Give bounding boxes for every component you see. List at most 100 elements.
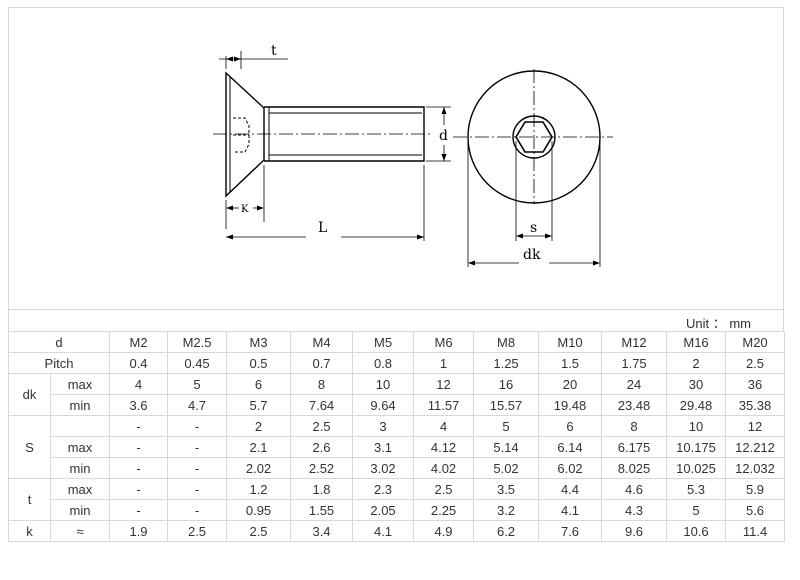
value-cell: 9.64 bbox=[352, 394, 415, 416]
value-cell: 4.4 bbox=[538, 478, 603, 500]
value-cell: 12 bbox=[725, 415, 786, 437]
value-cell: 5.9 bbox=[725, 478, 786, 500]
value-cell: 5.7 bbox=[226, 394, 292, 416]
size-header-cell: M16 bbox=[666, 331, 727, 353]
value-cell: 10.175 bbox=[666, 436, 727, 458]
value-cell: 10.6 bbox=[666, 520, 727, 542]
value-cell: 3.4 bbox=[290, 520, 354, 542]
value-cell: 4.1 bbox=[352, 520, 415, 542]
row-group-label: dk bbox=[8, 373, 51, 416]
value-cell: 2.52 bbox=[290, 457, 354, 479]
value-cell: 9.6 bbox=[601, 520, 668, 542]
row-group-label: k bbox=[8, 520, 51, 542]
value-cell: 0.5 bbox=[226, 352, 292, 374]
value-cell: 29.48 bbox=[666, 394, 727, 416]
row-sub-label: min bbox=[49, 499, 111, 521]
value-cell: 6 bbox=[226, 373, 292, 395]
value-cell: - bbox=[167, 478, 228, 500]
value-cell: 8 bbox=[601, 415, 668, 437]
row-sub-label bbox=[49, 415, 111, 437]
value-cell: 8 bbox=[290, 373, 354, 395]
value-cell: 4.6 bbox=[601, 478, 668, 500]
drawing-frame: t d K L s dk bbox=[8, 7, 784, 310]
value-cell: 3.5 bbox=[473, 478, 540, 500]
value-cell: 11.4 bbox=[725, 520, 786, 542]
row-sub-label: max bbox=[49, 478, 111, 500]
value-cell: 12.032 bbox=[725, 457, 786, 479]
value-cell: 12.212 bbox=[725, 436, 786, 458]
value-cell: 0.7 bbox=[290, 352, 354, 374]
value-cell: 5 bbox=[473, 415, 540, 437]
value-cell: 2 bbox=[226, 415, 292, 437]
value-cell: 3.2 bbox=[473, 499, 540, 521]
value-cell: 4.3 bbox=[601, 499, 668, 521]
dim-label-dk: dk bbox=[523, 247, 541, 263]
value-cell: 2.5 bbox=[413, 478, 475, 500]
value-cell: 6.02 bbox=[538, 457, 603, 479]
value-cell: 2.1 bbox=[226, 436, 292, 458]
value-cell: 0.8 bbox=[352, 352, 415, 374]
size-header-cell: M12 bbox=[601, 331, 668, 353]
size-header-cell: M3 bbox=[226, 331, 292, 353]
value-cell: 2.5 bbox=[167, 520, 228, 542]
size-header-cell: M2 bbox=[109, 331, 169, 353]
value-cell: 1.2 bbox=[226, 478, 292, 500]
value-cell: - bbox=[109, 457, 169, 479]
value-cell: 0.4 bbox=[109, 352, 169, 374]
value-cell: 4.9 bbox=[413, 520, 475, 542]
value-cell: 23.48 bbox=[601, 394, 668, 416]
value-cell: 11.57 bbox=[413, 394, 475, 416]
dim-label-d: d bbox=[439, 128, 448, 144]
value-cell: 6.175 bbox=[601, 436, 668, 458]
value-cell: 2.05 bbox=[352, 499, 415, 521]
value-cell: 1.25 bbox=[473, 352, 540, 374]
dim-label-s: s bbox=[530, 220, 537, 236]
value-cell: 2.6 bbox=[290, 436, 354, 458]
size-header-cell: M8 bbox=[473, 331, 540, 353]
size-header-cell: M6 bbox=[413, 331, 475, 353]
value-cell: 10 bbox=[666, 415, 727, 437]
size-header-cell: M2.5 bbox=[167, 331, 228, 353]
size-header-cell: M5 bbox=[352, 331, 415, 353]
dim-label-t: t bbox=[271, 43, 277, 59]
size-header-cell: M20 bbox=[725, 331, 786, 353]
value-cell: 3.1 bbox=[352, 436, 415, 458]
value-cell: 4.12 bbox=[413, 436, 475, 458]
value-cell: 12 bbox=[413, 373, 475, 395]
value-cell: 5.14 bbox=[473, 436, 540, 458]
row-label: Pitch bbox=[7, 352, 111, 374]
value-cell: 5.02 bbox=[473, 457, 540, 479]
value-cell: 1.9 bbox=[109, 520, 169, 542]
value-cell: 5 bbox=[167, 373, 228, 395]
socket-hidden-lines bbox=[233, 117, 250, 153]
value-cell: 15.57 bbox=[473, 394, 540, 416]
value-cell: 8.025 bbox=[601, 457, 668, 479]
screw-technical-drawing: t d K L s dk bbox=[213, 43, 613, 267]
value-cell: 24 bbox=[601, 373, 668, 395]
value-cell: 0.95 bbox=[226, 499, 292, 521]
row-sub-label: max bbox=[49, 373, 111, 395]
value-cell: 3.6 bbox=[109, 394, 169, 416]
value-cell: 6.14 bbox=[538, 436, 603, 458]
screw-head-outline bbox=[225, 71, 265, 198]
value-cell: 7.6 bbox=[538, 520, 603, 542]
value-cell: 35.38 bbox=[725, 394, 786, 416]
value-cell: 6.2 bbox=[473, 520, 540, 542]
value-cell: - bbox=[167, 499, 228, 521]
value-cell: - bbox=[167, 436, 228, 458]
value-cell: 5.3 bbox=[666, 478, 727, 500]
value-cell: 2.02 bbox=[226, 457, 292, 479]
value-cell: 1.5 bbox=[538, 352, 603, 374]
value-cell: 10.025 bbox=[666, 457, 727, 479]
value-cell: 4 bbox=[109, 373, 169, 395]
row-sub-label: min bbox=[49, 457, 111, 479]
